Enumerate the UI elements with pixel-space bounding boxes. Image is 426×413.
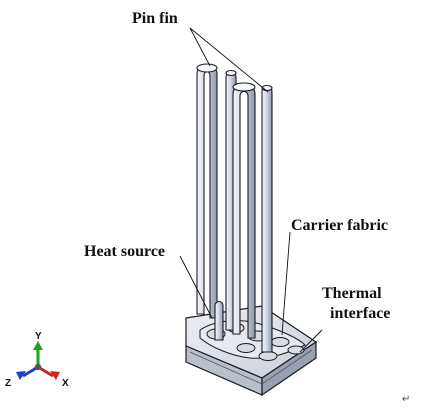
return-mark-icon: ↵: [402, 394, 410, 405]
z-axis-label: Z: [5, 378, 11, 389]
thermal-interface-label-line1: Thermal: [322, 285, 382, 302]
axis-triad: Y Z X: [5, 331, 69, 389]
pin-fin-4: [261, 85, 273, 353]
pin-fins: [196, 63, 273, 353]
heat-source-label: Heat source: [84, 243, 165, 260]
pin-fin-5: [214, 300, 224, 341]
pin-fin-3: [232, 84, 256, 339]
leader-lines: [179, 27, 323, 353]
carrier-fabric-label: Carrier fabric: [291, 217, 388, 234]
pin-fin-1: [196, 64, 218, 319]
pin-fin-label: Pin fin: [132, 10, 178, 27]
y-axis-label: Y: [35, 331, 42, 342]
thermal-interface-label-line2: interface: [330, 305, 390, 322]
x-axis-label: X: [62, 378, 69, 389]
